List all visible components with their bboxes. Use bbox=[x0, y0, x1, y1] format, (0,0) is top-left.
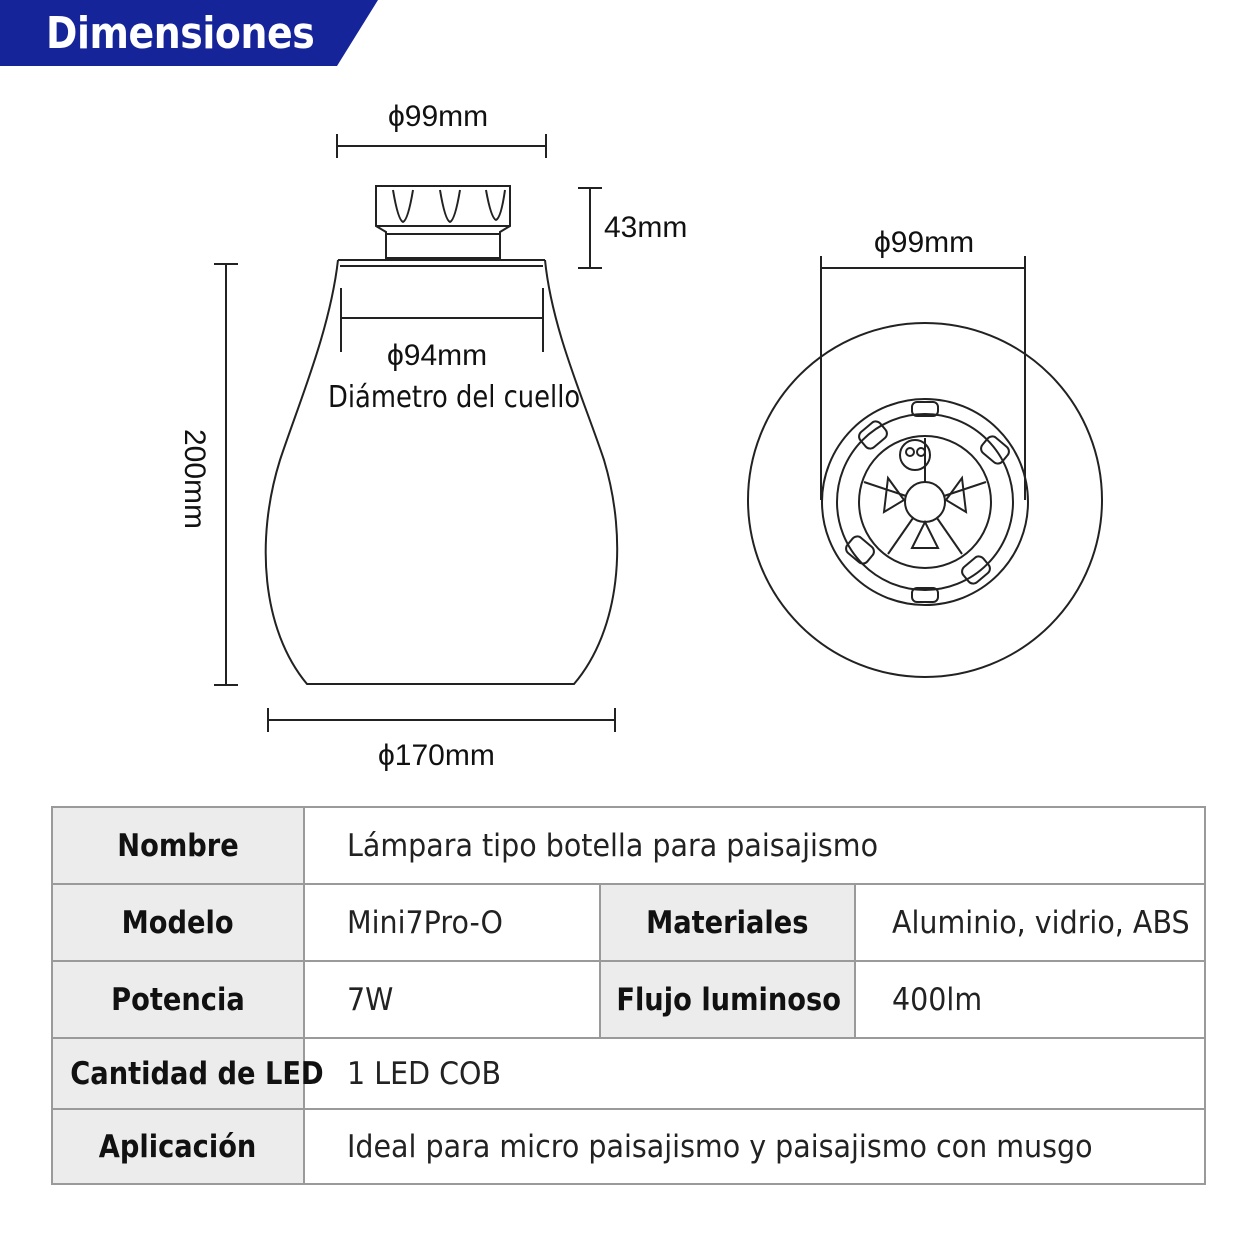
top-view-width-label: ϕ99mm bbox=[874, 226, 975, 259]
cap-grip-pads bbox=[845, 401, 1010, 603]
neck-diameter-label: ϕ94mm bbox=[387, 339, 488, 372]
bottle-body bbox=[264, 259, 619, 685]
base-width-dimension-line bbox=[267, 708, 616, 732]
neck-note-label: Diámetro del cuello bbox=[328, 380, 581, 415]
table-row: Potencia 7W Flujo luminoso 400lm bbox=[51, 960, 1207, 1039]
potencia-header: Potencia bbox=[51, 960, 305, 1039]
neck-dimension-line bbox=[340, 288, 544, 352]
table-row: Aplicación Ideal para micro paisajismo y… bbox=[51, 1108, 1207, 1185]
page-title: Dimensiones bbox=[46, 8, 315, 59]
flujo-header: Flujo luminoso bbox=[599, 960, 856, 1039]
materiales-value: Aluminio, vidrio, ABS bbox=[853, 883, 1207, 962]
bottle-cap bbox=[375, 185, 511, 259]
table-row: Modelo Mini7Pro-O Materiales Aluminio, v… bbox=[51, 883, 1207, 962]
nombre-header: Nombre bbox=[51, 806, 305, 885]
materiales-header: Materiales bbox=[599, 883, 856, 962]
top-view bbox=[747, 256, 1103, 678]
table-row: Cantidad de LED 1 LED COB bbox=[51, 1037, 1207, 1110]
led-header: Cantidad de LED bbox=[51, 1037, 324, 1110]
spec-table: Nombre Lámpara tipo botella para paisaji… bbox=[51, 806, 1207, 1185]
hub-arrows bbox=[882, 475, 968, 549]
modelo-header: Modelo bbox=[51, 883, 305, 962]
cap-width-label: ϕ99mm bbox=[388, 100, 489, 133]
top-view-outer-circle bbox=[747, 322, 1103, 678]
potencia-value: 7W bbox=[303, 960, 601, 1039]
flujo-value: 400lm bbox=[853, 960, 1207, 1039]
base-width-label: ϕ170mm bbox=[378, 739, 495, 772]
cap-height-dimension-line bbox=[578, 187, 602, 269]
top-view-cap-ring bbox=[821, 398, 1029, 606]
top-view-dimension-line bbox=[820, 256, 1026, 500]
led-value: 1 LED COB bbox=[302, 1037, 1207, 1110]
height-dimension-line bbox=[214, 263, 238, 686]
banner-shape bbox=[0, 0, 378, 66]
nombre-value: Lámpara tipo botella para paisajismo bbox=[302, 806, 1207, 885]
table-row: Nombre Lámpara tipo botella para paisaji… bbox=[51, 806, 1207, 885]
hub-spokes bbox=[863, 438, 987, 555]
modelo-value: Mini7Pro-O bbox=[303, 883, 601, 962]
cap-height-label: 43mm bbox=[604, 211, 688, 244]
cable-gland-icon bbox=[899, 439, 931, 471]
side-view bbox=[214, 134, 619, 732]
title-banner: Dimensiones bbox=[0, 0, 380, 66]
aplicacion-header: Aplicación bbox=[51, 1108, 305, 1185]
dimension-diagram bbox=[214, 134, 1103, 732]
cap-width-dimension-line bbox=[336, 134, 547, 158]
cap-hub bbox=[858, 435, 992, 569]
height-label: 200mm bbox=[178, 428, 212, 530]
aplicacion-value: Ideal para micro paisajismo y paisajismo… bbox=[302, 1108, 1207, 1185]
